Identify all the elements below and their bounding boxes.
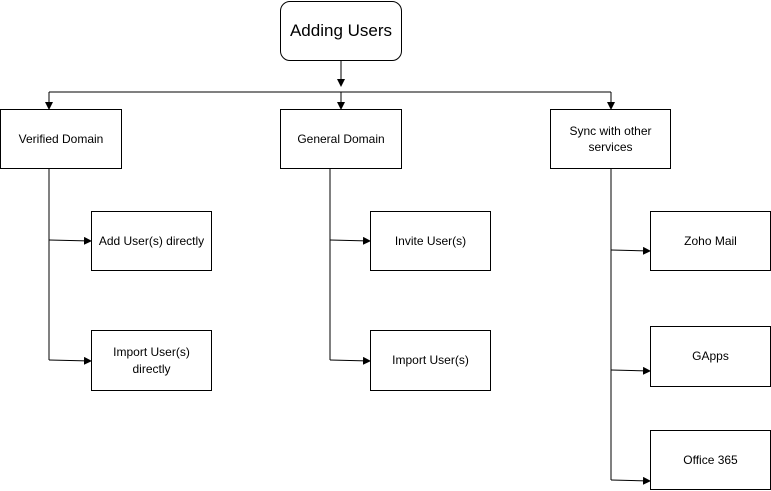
node-import-users-directly: Import User(s) directly (91, 330, 212, 391)
node-general-domain: General Domain (280, 109, 402, 169)
node-verified-domain: Verified Domain (0, 109, 122, 169)
node-import-users: Import User(s) (370, 330, 491, 391)
connector-invite-users (329, 236, 371, 245)
root-node-label: Adding Users (289, 20, 393, 40)
node-sync-services-label: Sync with other services (569, 123, 652, 154)
node-add-users-directly: Add User(s) directly (91, 211, 212, 271)
node-gapps: GApps (650, 326, 771, 387)
connector-gapps (610, 366, 651, 375)
node-zoho-mail-label: Zoho Mail (684, 233, 737, 248)
node-invite-users-label: Invite User(s) (394, 233, 467, 248)
connector-import-users (329, 356, 371, 365)
node-general-domain-label: General Domain (297, 131, 385, 146)
connector-office-365 (610, 476, 651, 485)
node-sync-with-other-services: Sync with other services (550, 109, 671, 169)
connector-zoho-mail (610, 246, 651, 255)
node-invite-users: Invite User(s) (370, 211, 491, 271)
connector-import-users-directly (48, 356, 92, 365)
connector-add-users-directly (48, 236, 92, 245)
node-import-users-label: Import User(s) (392, 353, 469, 368)
node-office-365-label: Office 365 (683, 452, 738, 467)
node-gapps-label: GApps (692, 349, 729, 364)
node-office-365: Office 365 (650, 430, 771, 490)
root-node-adding-users: Adding Users (280, 1, 402, 61)
node-verified-domain-label: Verified Domain (18, 131, 104, 146)
node-add-users-directly-label: Add User(s) directly (98, 233, 205, 248)
node-zoho-mail: Zoho Mail (650, 211, 771, 271)
node-import-users-directly-label: Import User(s) directly (113, 345, 190, 376)
